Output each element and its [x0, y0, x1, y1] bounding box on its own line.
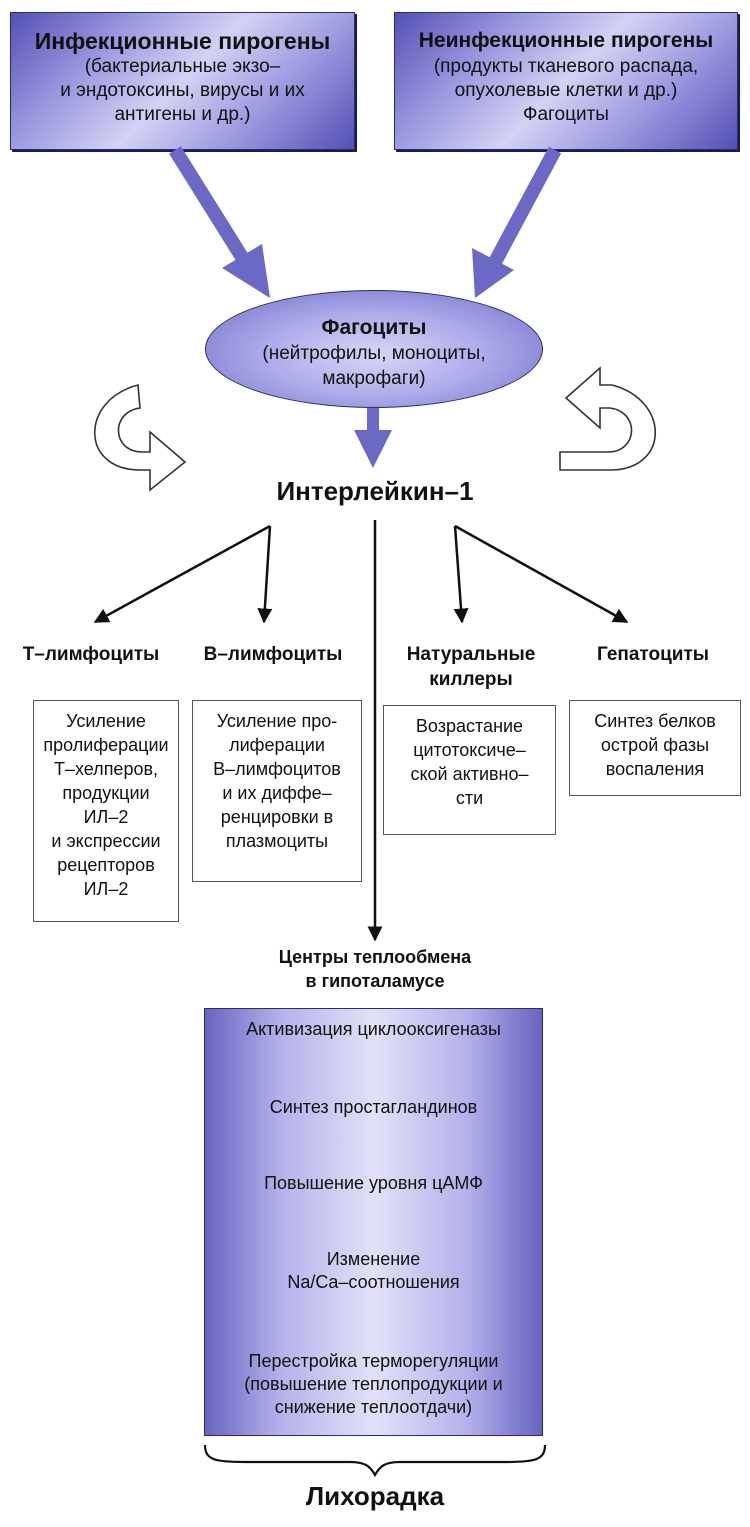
infectious-pyrogens-box: Инфекционные пирогены (бактериальные экз…	[10, 12, 355, 150]
noninfectious-pyrogens-box: Неинфекционные пирогены (продукты тканев…	[394, 12, 738, 150]
infectious-pyrogens-title: Инфекционные пирогены	[34, 28, 331, 54]
step-thermoregulation: Перестройка терморегуляции (повышение те…	[244, 1351, 503, 1417]
interleukin-label: Интерлейкин–1	[276, 476, 474, 506]
right-curved-arrow	[559, 366, 657, 471]
target-title-b-lymphocytes: В–лимфоциты	[203, 644, 343, 665]
left-curved-arrow	[93, 383, 187, 492]
hypothalamus-title: Центры теплообмена в гипоталамусе	[278, 947, 472, 991]
step-na-ca-ratio: Изменение Na/Ca–соотношения	[287, 1249, 460, 1292]
target-title-hepatocytes: Гепатоциты	[597, 644, 709, 665]
step-camp: Повышение уровня цАМФ	[264, 1173, 483, 1193]
effect-box-hepatocytes: Синтез белков острой фазы воспаления	[569, 700, 741, 796]
phagocytes-body: (нейтрофилы, моноциты, макрофаги)	[262, 343, 486, 389]
infectious-pyrogens-body: (бактериальные экзо– и эндотоксины, виру…	[60, 56, 305, 125]
arrow-left-to-phagocytes	[222, 244, 270, 298]
result-brace	[203, 1444, 547, 1478]
noninfectious-pyrogens-title: Неинфекционные пирогены	[418, 29, 714, 52]
step-prostaglandins: Синтез простагландинов	[269, 1097, 478, 1117]
effect-box-nk-cells: Возрастание цитотоксиче– ской активно– с…	[383, 705, 556, 835]
target-title-t-lymphocytes: Т–лимфоциты	[22, 644, 160, 665]
hypothalamus-panel	[204, 1008, 543, 1436]
phagocytes-ellipse: Фагоциты (нейтрофилы, моноциты, макрофаг…	[205, 290, 543, 408]
fever-result: Лихорадка	[305, 1481, 445, 1511]
arrow-phagocytes-to-il1	[354, 430, 392, 468]
phagocytes-title: Фагоциты	[321, 316, 427, 339]
effect-box-t-lymphocytes: Усиление пролиферации Т–хелперов, продук…	[33, 700, 179, 922]
noninfectious-pyrogens-body: (продукты тканевого распада, опухолевые …	[433, 56, 699, 125]
step-cyclooxygenase: Активизация циклооксигеназы	[246, 1019, 501, 1039]
effect-box-b-lymphocytes: Усиление про- лиферации В–лимфоцитов и и…	[192, 700, 362, 882]
target-title-nk-cells: Натуральные киллеры	[406, 644, 536, 690]
arrow-right-to-phagocytes	[472, 248, 514, 298]
